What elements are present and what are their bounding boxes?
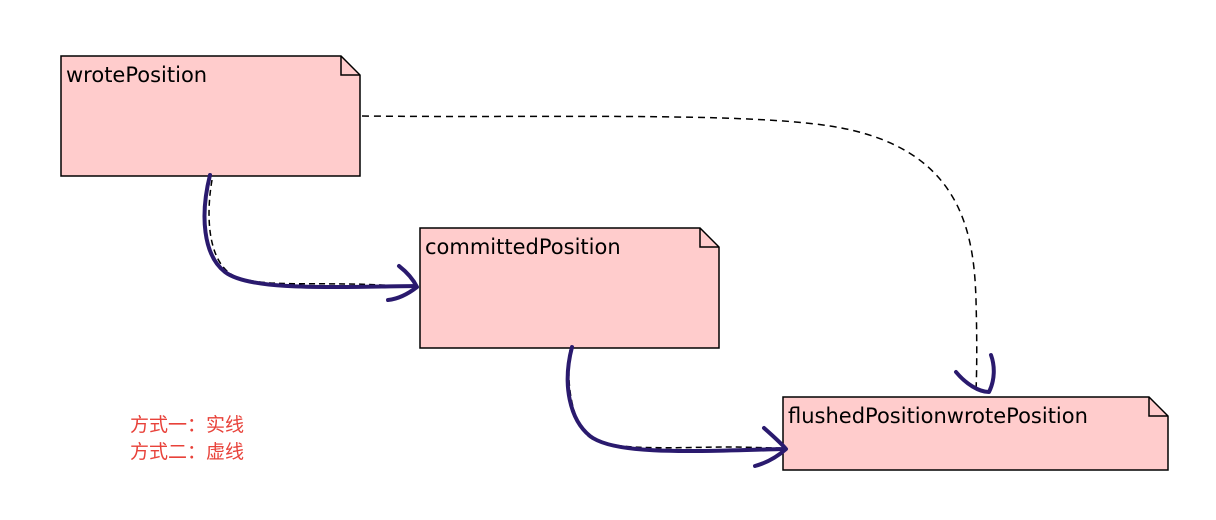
note-wrote-position-shape <box>60 55 361 177</box>
note-flushed-position-shape <box>782 396 1169 471</box>
solid-arrow-committed-to-flushed <box>565 345 788 468</box>
note-wrote-position[interactable]: wrotePosition <box>60 55 361 177</box>
dashed-connector-wrote-to-flushed <box>361 115 978 393</box>
solid-arrow-wrote-to-committed-shaft <box>202 173 418 290</box>
note-committed-position-shape <box>419 227 720 349</box>
solid-arrow-wrote-to-committed-head <box>386 264 419 302</box>
solid-arrow-committed-to-flushed-shaft <box>565 345 786 454</box>
solid-arrow-hook-flushed <box>954 353 996 394</box>
legend-dashed-line: 方式二：虚线 <box>130 441 245 463</box>
legend-solid-line: 方式一：实线 <box>130 414 245 436</box>
note-wrote-position-fold <box>340 56 360 76</box>
note-committed-position[interactable]: committedPosition <box>419 227 720 349</box>
note-flushed-position-fold <box>1148 397 1168 417</box>
solid-arrow-committed-to-flushed-head <box>753 426 788 468</box>
dashed-connector-committed-to-flushed <box>568 349 781 449</box>
note-committed-position-fold <box>699 228 719 248</box>
legend: 方式一：实线 方式二：虚线 <box>130 412 244 466</box>
solid-arrow-wrote-to-committed <box>202 173 419 302</box>
note-wrote-position-label: wrotePosition <box>66 63 207 87</box>
note-committed-position-label: committedPosition <box>425 235 621 259</box>
note-flushed-position-label: flushedPositionwrotePosition <box>788 404 1088 428</box>
dashed-connector-wrote-to-committed <box>208 179 415 287</box>
note-flushed-position[interactable]: flushedPositionwrotePosition <box>782 396 1169 471</box>
